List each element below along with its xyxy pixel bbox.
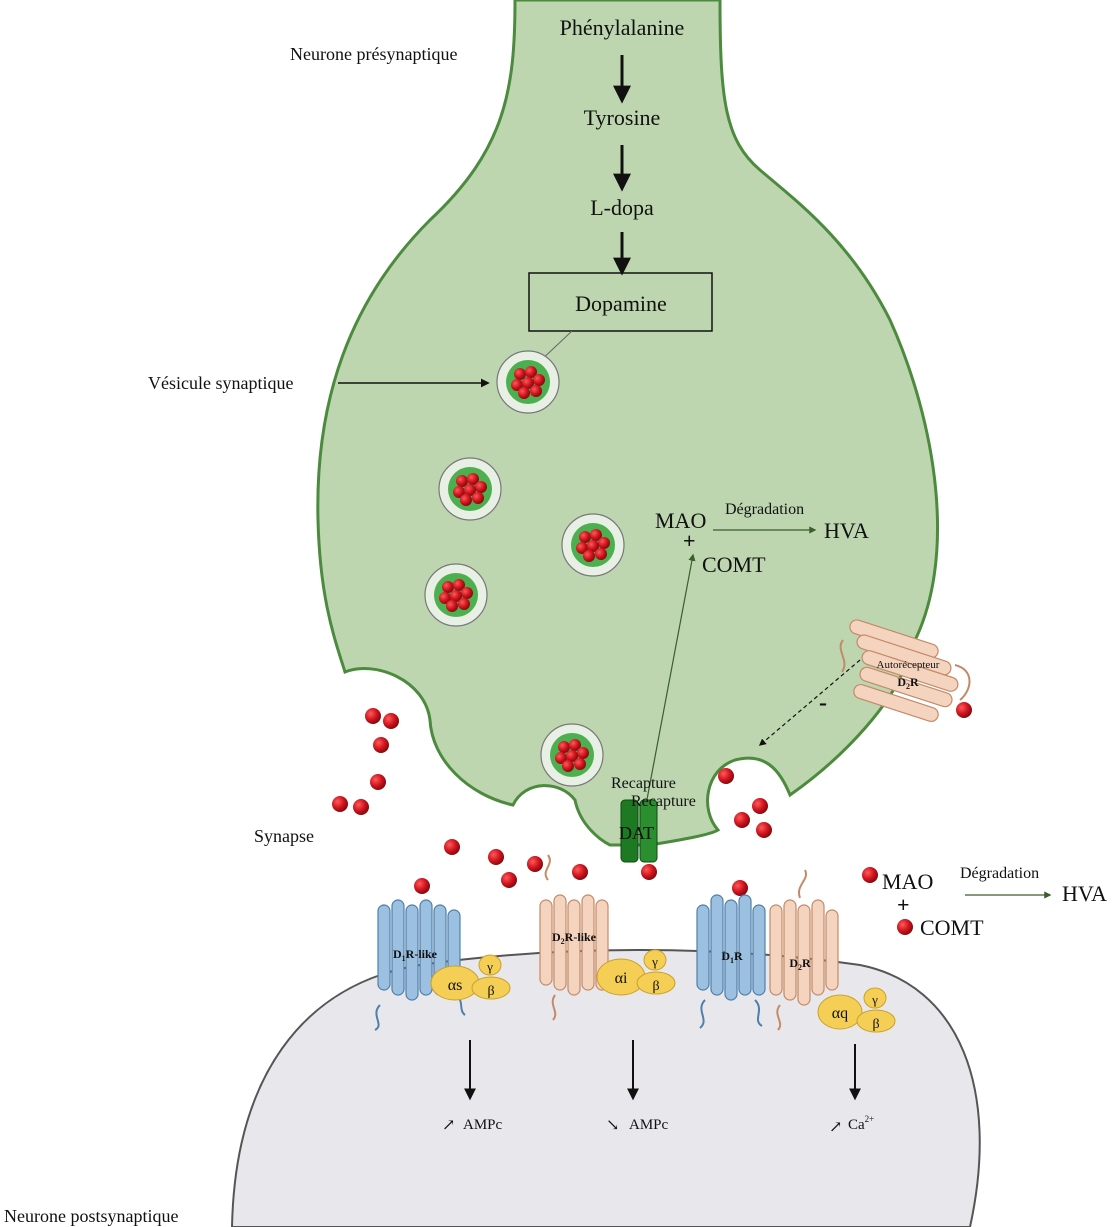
degradation-label-pre: Dégradation [725,501,804,518]
ampc-increase-arrow: ↗ [442,1117,455,1134]
mao-label-pre: MAO [655,508,706,533]
plus-sign-pre: + [683,528,696,553]
calcium-label: Ca2+ [848,1114,874,1133]
vesicle [561,513,625,577]
gi-protein: αi γ β [596,949,676,996]
hva-label-post: HVA [1062,881,1107,906]
dat-label: DAT [619,823,654,843]
ampc-decrease-label: AMPc [629,1117,669,1133]
dopamine-molecule [862,867,878,883]
vesicle-dopamine-cluster [511,366,545,399]
postsynaptic-neuron-body [230,949,981,1227]
recapture-label-overlap: Recapture [631,793,696,810]
comt-label-post: COMT [920,915,984,940]
calcium-increase-arrow: ↗ [829,1119,842,1136]
d1r-like-label: D1R-like [393,947,438,963]
dopamine-label: Dopamine [575,291,667,316]
gamma-label: γ [871,992,878,1007]
postsynaptic-label: Neurone postsynaptique [4,1206,178,1226]
inhibition-minus: - [819,690,827,716]
ampc-decrease-arrow: ↘ [606,1117,619,1134]
autoreceptor-label: Autorécepteur [877,659,940,671]
vesicle [540,723,604,787]
gamma-label: γ [651,954,658,969]
inhibition-arrow [758,659,861,746]
vesicle [438,457,502,521]
beta-label: β [872,1017,879,1032]
vesicle [496,350,560,414]
d2r-like-receptor: D2R-like [539,854,609,1021]
gs-protein: αs γ β [430,954,511,1001]
alpha-i-label: αi [615,970,628,987]
alpha-q-label: αq [832,1005,848,1022]
d1r-receptor-dimer: D1R [696,894,766,1029]
vesicle-label: Vésicule synaptique [148,373,293,393]
presynaptic-label: Neurone présynaptique [290,44,457,64]
d2r-receptor-dimer: D2R [769,869,839,1031]
dopamine-molecule [897,919,913,935]
recapture-to-degradation-arrow [644,553,696,811]
dopamine-box [528,272,713,332]
synapse-label: Synapse [254,826,314,846]
beta-label: β [652,979,659,994]
hva-label-pre: HVA [824,518,869,543]
plus-sign-post: + [897,892,910,917]
recapture-label: Recapture [611,775,676,792]
autoreceptor-d2r-label: D2R [897,675,919,691]
gq-protein: αq γ β [817,987,896,1033]
autoreceptor-d2r: Autorécepteur D2R [839,619,971,723]
alpha-s-label: αs [448,977,463,994]
comt-label-pre: COMT [702,552,766,577]
tyrosine-label: Tyrosine [584,105,661,130]
synaptic-dopamine [332,708,772,896]
d2r-dimer-label: D2R [789,956,811,972]
dat-transporter [620,799,658,863]
ampc-increase-label: AMPc [463,1117,503,1133]
degradation-label-post: Dégradation [960,865,1039,882]
beta-label: β [487,984,494,999]
ldopa-label: L-dopa [590,195,654,220]
mao-label-post: MAO [882,869,933,894]
vesicle [424,563,488,627]
d1r-dimer-label: D1R [721,949,743,965]
phenylalanine-label: Phénylalanine [560,15,685,40]
dopamine-molecule [956,702,972,718]
gamma-label: γ [486,959,493,974]
d2r-like-label: D2R-like [552,930,597,946]
